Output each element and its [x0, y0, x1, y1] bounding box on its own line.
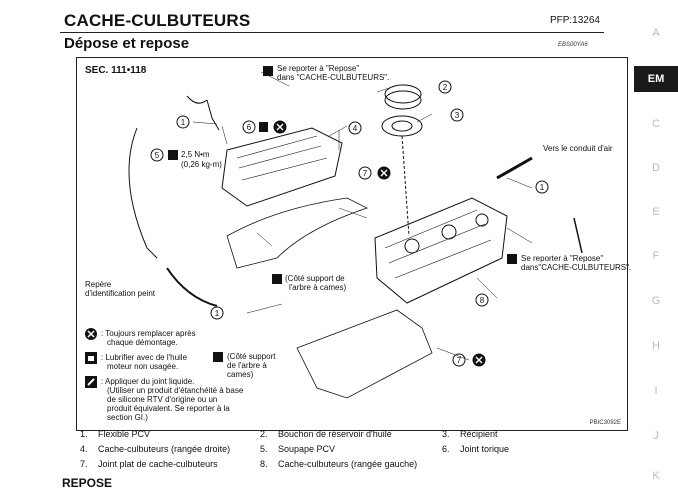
pcv-hose-upper [186, 95, 220, 131]
tab-g[interactable]: G [651, 295, 661, 307]
torque-value: 2,5 N•m [181, 150, 210, 159]
gasket-lower [296, 309, 433, 399]
picture-ref: PBIC3092E [589, 420, 621, 426]
part-item: 2.Bouchon de réservoir d'huile [260, 429, 392, 439]
part-item: 8.Cache-culbuteurs (rangée gauche) [260, 459, 418, 469]
paint-mark-label-1: Repère [85, 280, 112, 289]
ref-repose-top-1: Se reporter à "Repose" [277, 64, 360, 73]
callout-1a: 1 [181, 118, 186, 127]
legend-sealant-text-5: section GI.) [107, 413, 148, 422]
legend-replace-text-2: chaque démontage. [107, 338, 178, 347]
next-section-heading: REPOSE [62, 476, 113, 490]
camshaft-side-1b: l'arbre à cames) [289, 283, 347, 292]
legend-sealant: : Appliquer du joint liquide. (Utiliser … [85, 376, 265, 426]
tab-d[interactable]: D [652, 162, 660, 174]
part-item: 4.Cache-culbuteurs (rangée droite) [80, 444, 231, 454]
legend-sealant-text-4: produit équivalent. Se reporter à la [107, 404, 230, 413]
tab-a[interactable]: A [652, 27, 660, 39]
legend-replace-text-1: : Toujours remplacer après [101, 329, 196, 338]
ref-repose-right-1: Se reporter à "Repose" [521, 254, 604, 263]
page-title: CACHE-CULBUTEURS [64, 11, 251, 30]
torque-kgm: (0,26 kg-m) [181, 160, 222, 169]
tab-h[interactable]: H [652, 340, 660, 352]
legend-sealant-text-1: : Appliquer du joint liquide. [101, 377, 195, 386]
part-item: 5.Soupape PCV [260, 444, 336, 454]
tab-f[interactable]: F [652, 250, 660, 262]
doc-code: EBS00YA6 [558, 42, 588, 48]
callout-7b: 7 [457, 356, 462, 365]
gasket-upper [226, 197, 369, 269]
pcv-hose-right [496, 156, 533, 180]
camshaft-side-2c: cames) [227, 370, 254, 379]
exploded-diagram: 1 2 3 4 5 6 7 1 8 1 7 SEC. 111•118 Se r [76, 57, 632, 431]
oil-filler-cap [384, 84, 422, 104]
section-subtitle: Dépose et repose [64, 35, 190, 52]
part-item: 1.Flexible PCV [80, 429, 151, 439]
callout-6: 6 [247, 123, 252, 132]
camshaft-side-2b: de l'arbre à [227, 361, 267, 370]
callout-5: 5 [155, 151, 160, 160]
paint-mark-label-2: d'identification peint [85, 289, 156, 298]
callout-1c: 1 [215, 309, 220, 318]
tab-e[interactable]: E [652, 206, 660, 218]
diagram-drawing: 1 2 3 4 5 6 7 1 8 1 7 [128, 66, 583, 399]
ref-repose-top-2: dans "CACHE-CULBUTEURS". [277, 73, 390, 82]
ref-repose-right-2: dans"CACHE-CULBUTEURS". [521, 263, 632, 272]
camshaft-side-2a: (Côté support [227, 352, 276, 361]
callout-1b: 1 [540, 183, 545, 192]
legend-sealant-text-3: de silicone RTV d'origine ou un [107, 395, 218, 404]
camshaft-side-1a: (Côté support de [285, 274, 345, 283]
title-rule [60, 32, 604, 33]
tab-em[interactable]: EM [634, 66, 678, 92]
callout-3: 3 [455, 111, 460, 120]
part-item: 3.Récipient [442, 429, 498, 439]
tab-i[interactable]: I [654, 385, 658, 397]
replace-icon [85, 328, 97, 340]
legend-sealant-text-2: (Utiliser un produit d'étanchéité à base [107, 386, 244, 395]
legend-lubricate-text-1: : Lubrifier avec de l'huile [101, 353, 188, 362]
callout-8: 8 [480, 296, 485, 305]
legend-lubricate-text-2: moteur non usagée. [107, 362, 179, 371]
callout-2: 2 [443, 83, 448, 92]
callout-7a: 7 [363, 169, 368, 178]
container [381, 115, 423, 137]
part-item: 7.Joint plat de cache-culbuteurs [80, 459, 218, 469]
part-item: 6.Joint torique [442, 444, 510, 454]
rocker-cover-right [221, 127, 343, 207]
tab-k[interactable]: K [652, 470, 660, 482]
rocker-cover-left [374, 197, 508, 304]
section-sidebar: A EM C D E F G H I J K [634, 0, 678, 482]
section-ref: SEC. 111•118 [85, 65, 147, 76]
pfp-number: PFP:13264 [549, 15, 600, 26]
sealant-icon [85, 376, 97, 388]
tab-c[interactable]: C [652, 118, 660, 130]
air-duct-label: Vers le conduit d'air [543, 144, 613, 153]
pcv-hose-lower [166, 267, 218, 307]
tab-j[interactable]: J [653, 430, 659, 442]
callout-4: 4 [353, 124, 358, 133]
oil-can-icon [85, 352, 97, 364]
